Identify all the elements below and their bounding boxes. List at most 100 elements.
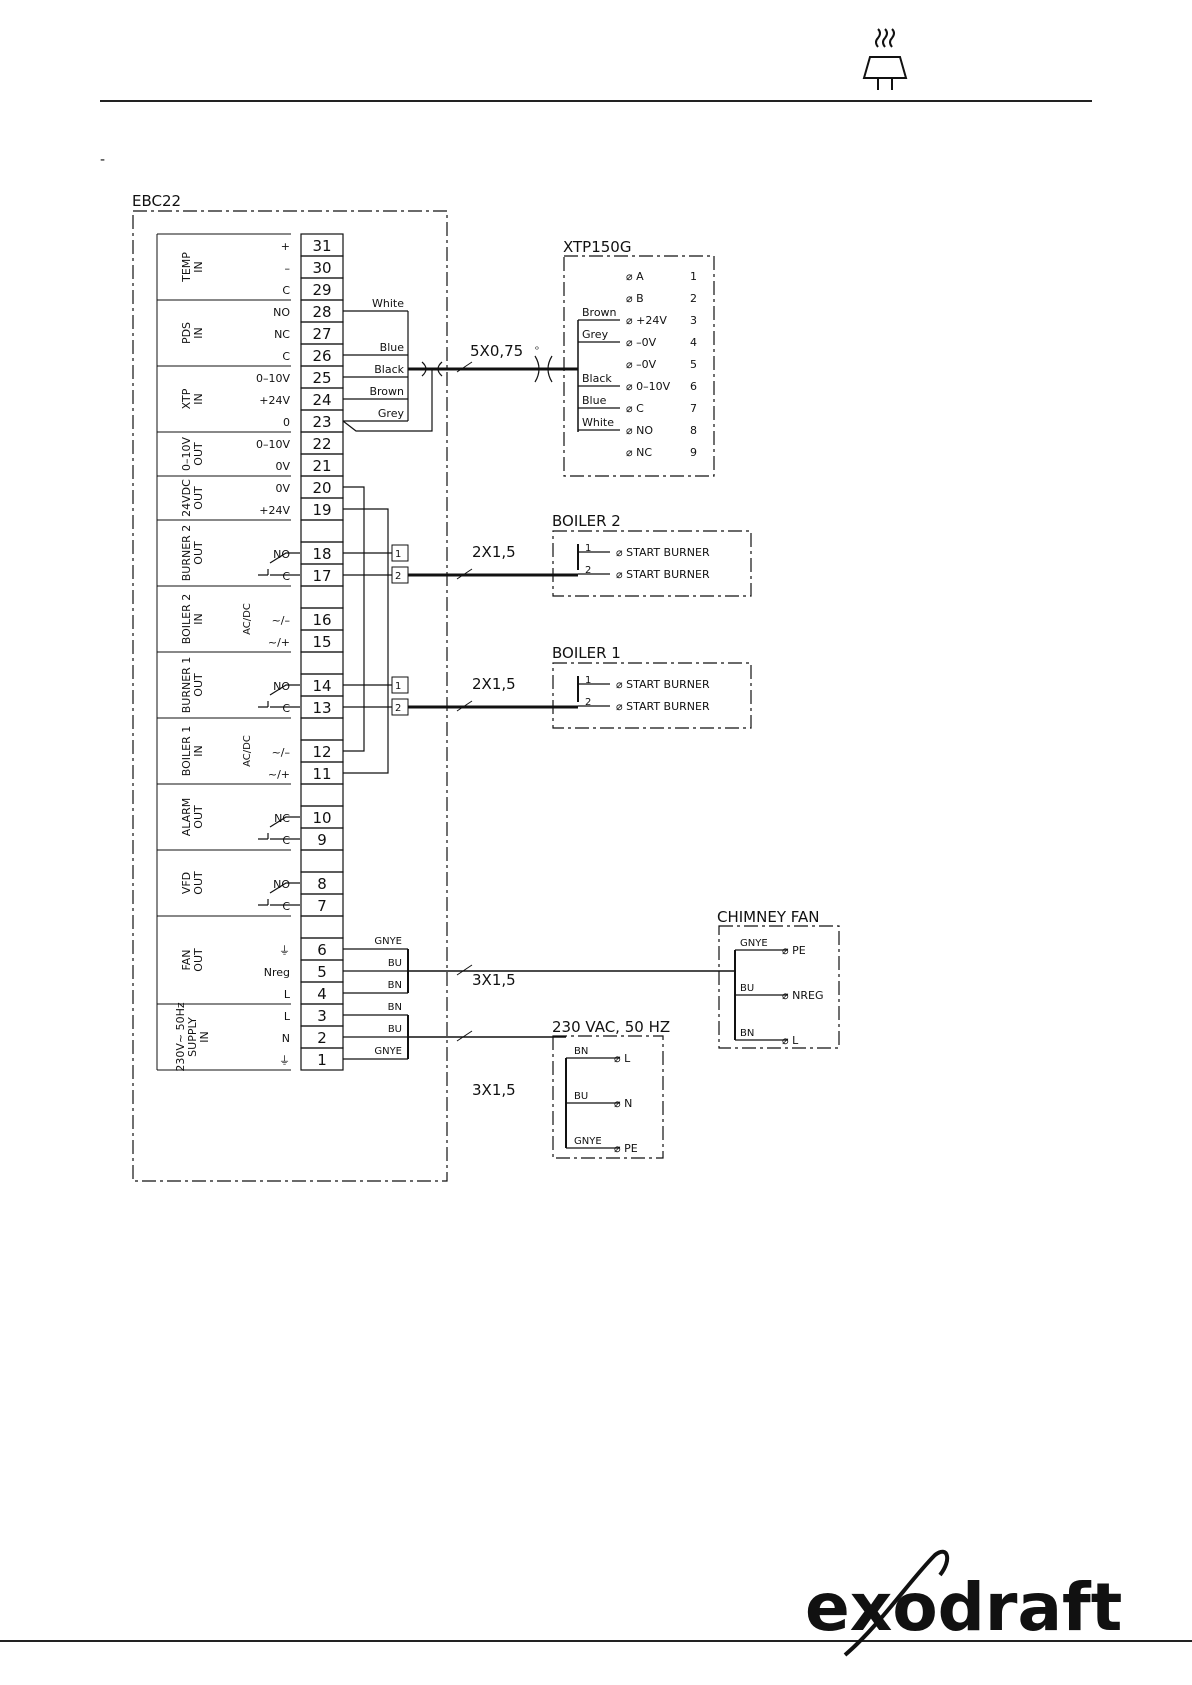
terminal-signal-12: ~/– — [272, 746, 290, 759]
xtp150g-wire-label: Blue — [582, 394, 607, 407]
terminal-signal-27: NC — [274, 328, 290, 341]
jumper-wire — [343, 508, 389, 774]
fan-pin-label: ⌀ PE — [782, 944, 806, 957]
fan-pin-wire-label: BU — [740, 983, 754, 994]
chimney-cap-icon — [862, 28, 908, 90]
terminal-signal-17: C — [282, 570, 290, 583]
xtp150g-pin-label: ⌀ –0V — [626, 336, 657, 349]
cable-shield — [421, 361, 443, 377]
terminal-cell — [300, 783, 344, 807]
terminal-number-10: 10 — [312, 809, 331, 827]
xtp-wire-label: Brown — [369, 385, 404, 398]
relay-contact — [269, 882, 300, 894]
fan-pin-wire-label: GNYE — [740, 938, 768, 949]
terminal-signal-15: ~/+ — [268, 636, 290, 649]
terminal-number-15: 15 — [312, 633, 331, 651]
xtp150g-pin-label: ⌀ A — [626, 270, 644, 283]
terminal-signal-24: +24V — [259, 394, 290, 407]
group-label: OUT — [192, 948, 205, 972]
group-label: BURNER 1 — [180, 657, 193, 714]
terminal-number-8: 8 — [317, 875, 327, 893]
connector-number: 1 — [395, 549, 401, 560]
terminal-number-2: 2 — [317, 1029, 327, 1047]
connector-number: 1 — [585, 543, 591, 554]
connector-number: 2 — [585, 565, 591, 576]
group-label: IN — [192, 393, 205, 404]
fan-wire-label: BU — [388, 958, 402, 969]
supply-pin-label: ⌀ N — [614, 1097, 632, 1110]
supply-frame — [552, 1035, 664, 1159]
supply-title: 230 VAC, 50 HZ — [552, 1018, 670, 1036]
connector-number: 1 — [585, 675, 591, 686]
xtp150g-wire-label: White — [582, 416, 614, 429]
supply-pin-wire-label: GNYE — [574, 1136, 602, 1147]
terminal-number-11: 11 — [312, 765, 331, 783]
terminal-signal-20: 0V — [275, 482, 290, 495]
xtp-wire-label: Black — [374, 363, 404, 376]
xtp150g-pin-number: 5 — [690, 358, 697, 371]
connector-number: 2 — [395, 571, 401, 582]
xtp150g-wire-label: Black — [582, 372, 612, 385]
terminal-signal-4: L — [284, 988, 291, 1001]
group-label: XTP — [180, 388, 193, 409]
terminal-number-4: 4 — [317, 985, 327, 1003]
chimney-fan-frame — [718, 925, 840, 1049]
group-label: BOILER 2 — [180, 594, 193, 644]
group-label: IN — [192, 261, 205, 272]
group-label: TEMP — [180, 252, 193, 283]
terminal-signal-2: N — [282, 1032, 290, 1045]
terminal-signal-6: ⏚ — [279, 944, 290, 957]
xtp150g-pin-number: 8 — [690, 424, 697, 437]
xtp150g-frame — [563, 255, 715, 477]
xtp150g-pin-label: ⌀ –0V — [626, 358, 657, 371]
group-label: OUT — [192, 673, 205, 697]
terminal-number-31: 31 — [312, 237, 331, 255]
supply-wire-label: GNYE — [374, 1046, 402, 1057]
terminal-cell — [300, 519, 344, 543]
terminal-number-1: 1 — [317, 1051, 327, 1069]
cable-slash — [456, 964, 473, 976]
connector-pin — [391, 544, 409, 562]
xtp150g-pin-number: 4 — [690, 336, 697, 349]
chimney-fan-title: CHIMNEY FAN — [717, 908, 819, 926]
group-side-label: AC/DC — [242, 603, 253, 635]
terminal-signal-1: ⏚ — [279, 1054, 290, 1067]
xtp-wire-label: Blue — [380, 341, 405, 354]
terminal-number-12: 12 — [312, 743, 331, 761]
xtp150g-pin-label: ⌀ NC — [626, 446, 652, 459]
terminal-signal-21: 0V — [275, 460, 290, 473]
terminal-cell — [300, 849, 344, 873]
cable-slash — [456, 361, 473, 373]
group-label: SUPPLY — [186, 1017, 199, 1057]
terminal-signal-16: ~/– — [272, 614, 290, 627]
xtp150g-pin-number: 1 — [690, 270, 697, 283]
terminal-number-18: 18 — [312, 545, 331, 563]
group-label: IN — [192, 613, 205, 624]
jumper-wire — [343, 486, 365, 752]
relay-contact — [269, 816, 300, 828]
supply-pin-label: ⌀ L — [614, 1052, 631, 1065]
connector-pin — [391, 676, 409, 694]
group-label: 0–10V — [180, 437, 193, 471]
terminal-signal-29: C — [282, 284, 290, 297]
terminal-number-20: 20 — [312, 479, 331, 497]
supply-pin-wire-label: BU — [574, 1091, 588, 1102]
fan-wire-label: BN — [388, 980, 402, 991]
cable-slash — [456, 700, 473, 712]
terminal-signal-25: 0–10V — [256, 372, 290, 385]
group-label: IN — [192, 745, 205, 756]
group-label: 230V~ 50Hz — [174, 1002, 187, 1072]
terminal-cell — [300, 717, 344, 741]
terminal-number-25: 25 — [312, 369, 331, 387]
terminal-number-5: 5 — [317, 963, 327, 981]
fan-cable-label: 3X1,5 — [472, 971, 516, 989]
group-label: IN — [198, 1031, 211, 1042]
shield-mark: ᵒ — [535, 345, 539, 356]
xtp150g-wire-label: Grey — [582, 328, 609, 341]
xtp150g-pin-label: ⌀ C — [626, 402, 644, 415]
xtp150g-title: XTP150G — [563, 238, 631, 256]
group-label: BURNER 2 — [180, 525, 193, 582]
